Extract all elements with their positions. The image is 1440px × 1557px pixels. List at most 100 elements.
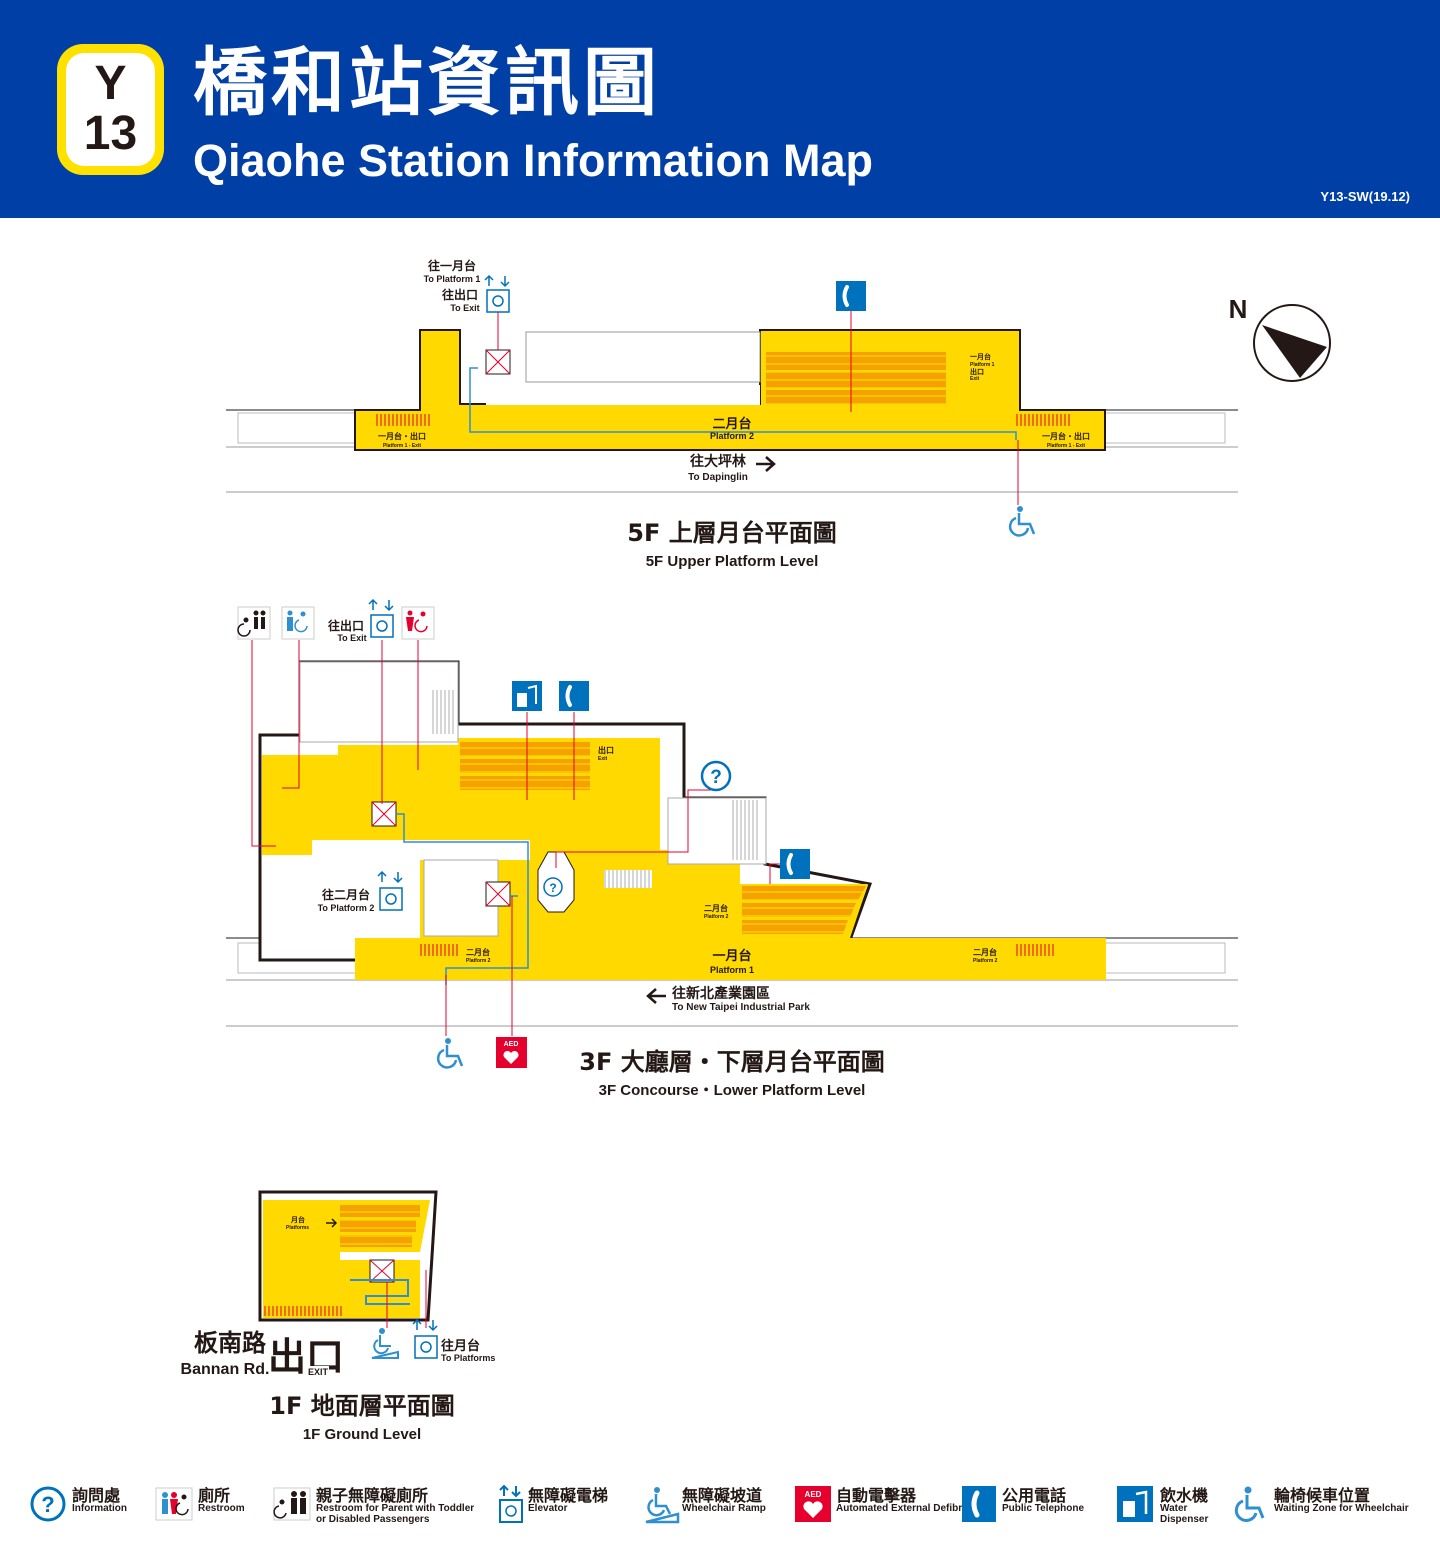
stairs-5f-left	[375, 414, 430, 426]
exit-sign-zh: 出口	[268, 1335, 344, 1379]
stairs-5f-left-zh: 一月台・出口	[378, 431, 426, 441]
leader-lines-3f	[251, 640, 780, 1036]
elevator-icon	[499, 1484, 523, 1523]
svg-text:?: ?	[41, 1492, 54, 1517]
elevator-3f-exit-label-en: To Exit	[337, 633, 366, 643]
escalator-1f-3	[340, 1235, 412, 1247]
information-booth-icon: ?	[543, 877, 563, 897]
ticket-gates	[604, 870, 652, 888]
floor-3f-title-en: 3F Concourse・Lower Platform Level	[599, 1082, 866, 1099]
floor-3f: 出口 Exit 二月台 Platform 2 一月台 Platform 1 二月…	[226, 598, 1238, 1099]
document-code: Y13-SW(19.12)	[1320, 189, 1410, 204]
legend-label-en: Information	[72, 1503, 127, 1514]
legend-label-zh: 親子無障礙廁所	[316, 1486, 429, 1505]
telephone-icon	[559, 681, 589, 711]
legend-label-zh: 廁所	[198, 1486, 231, 1505]
legend-label-en: Automated External Defibrillator	[836, 1503, 990, 1514]
elevator-icon	[368, 598, 394, 638]
line-station-badge: Y 13	[57, 44, 164, 175]
water-dispenser-icon	[1117, 1486, 1153, 1522]
escalator-1f-1	[340, 1205, 420, 1217]
legend-label-en: Elevator	[528, 1503, 568, 1514]
stairs-5f-left-en: Platform 1 - Exit	[383, 443, 421, 449]
floor-3f-title-zh: 3F 大廳層・下層月台平面圖	[579, 1048, 884, 1076]
floor-5f: 二月台 Platform 2 往大坪林 To Dapinglin 一月台・出口 …	[226, 258, 1238, 570]
wheelchair-waiting-icon	[1234, 1486, 1265, 1522]
ground-area	[263, 1200, 420, 1318]
legend-label-zh: 輪椅候車位置	[1274, 1486, 1371, 1505]
aed-icon: AED	[795, 1486, 831, 1522]
elevator-icon	[377, 870, 403, 911]
platform-5f-label-zh: 二月台	[712, 416, 751, 432]
telephone-icon	[962, 1486, 996, 1522]
to-platforms-en: To Platforms	[441, 1353, 495, 1363]
restroom-female-icon	[401, 606, 435, 640]
elevator-5f-label-zh2: 往出口	[442, 287, 478, 302]
escalator-5f-middle	[766, 372, 946, 388]
stairs-3f-right-zh: 二月台	[973, 947, 997, 957]
svg-text:?: ?	[549, 881, 556, 895]
elevator-5f-label-en2: To Exit	[450, 303, 479, 313]
information-icon: ?	[30, 1486, 66, 1522]
stairs-3f-left-zh: 二月台	[466, 947, 490, 957]
escalator-5f-lower	[766, 390, 946, 404]
exit-3f-small-zh: 出口	[598, 745, 614, 755]
platform-3f-label-zh: 一月台	[712, 948, 751, 964]
page-title-zh: 橋和站資訊圖	[193, 40, 661, 126]
escalator-3f-6	[742, 920, 848, 934]
information-icon: ?	[700, 760, 732, 792]
road-name-zh: 板南路	[194, 1329, 267, 1357]
legend-label-en: Water Dispenser	[1160, 1503, 1209, 1525]
stairs-3f-right	[1015, 944, 1055, 956]
stairs-3f-left-en: Platform 2	[466, 958, 491, 964]
direction-3f-zh: 往新北產業園區	[672, 985, 770, 1002]
north-compass: N	[1229, 294, 1331, 382]
elevator-5f-label-en1: To Platform 1	[424, 274, 481, 284]
arrow-left-icon	[646, 988, 666, 1004]
elevator-icon	[412, 1318, 438, 1359]
floor-5f-title-en: 5F Upper Platform Level	[646, 553, 819, 570]
escalator-3f-4	[742, 886, 866, 900]
water-dispenser-icon	[512, 681, 542, 711]
escalator-5f-upper	[766, 352, 946, 370]
escalator-3f-3	[460, 776, 590, 790]
stairs-5f-right	[1015, 414, 1070, 426]
arrow-right-icon	[756, 456, 776, 472]
family-restroom-icon	[237, 606, 271, 640]
legend: ? 詢問處 Information 廁所 Restroom 親子無障礙廁所 Re…	[28, 1478, 1428, 1538]
telephone-icon	[836, 281, 866, 311]
direction-5f-zh: 往大坪林	[690, 453, 746, 470]
elevator-5f-label-zh1: 往一月台	[428, 258, 476, 273]
exit-3f-small-en: Exit	[598, 756, 608, 762]
telephone-icon	[780, 849, 810, 879]
legend-label-en: Waiting Zone for Wheelchair	[1274, 1503, 1409, 1514]
station-map: 二月台 Platform 2 往大坪林 To Dapinglin 一月台・出口 …	[181, 258, 1331, 1443]
escalator-3f-1	[460, 742, 590, 756]
header-banner: Y 13 橋和站資訊圖 Qiaohe Station Information M…	[0, 0, 1440, 218]
floor-1f: 月台 Platforms 板南路 Bannan Rd. 出口 EXIT 往月台 …	[181, 1190, 495, 1443]
wheelchair-waiting-icon	[1008, 506, 1036, 537]
aed-icon: AED	[496, 1037, 527, 1068]
direction-3f-en: To New Taipei Industrial Park	[672, 1002, 810, 1013]
to-platforms-zh: 往月台	[441, 1338, 480, 1354]
escalator-3f-2	[460, 759, 590, 773]
exit-sign-en: EXIT	[308, 1367, 329, 1377]
floor-1f-title-zh: 1F 地面層平面圖	[269, 1392, 454, 1420]
wheelchair-ramp-icon	[371, 1328, 399, 1359]
legend-label-zh: 飲水機	[1160, 1486, 1209, 1505]
legend-label-zh: 自動電擊器	[836, 1486, 917, 1505]
stairs-5f-right-en: Platform 1 - Exit	[1047, 443, 1085, 449]
escalator-3f-5	[742, 903, 856, 917]
legend-label-zh: 無障礙電梯	[528, 1486, 609, 1505]
legend-label-en: Wheelchair Ramp	[682, 1503, 766, 1514]
elevator-3f-p2-label-zh: 往二月台	[322, 887, 370, 902]
station-number: 13	[83, 107, 138, 160]
stairs-3f-right-en: Platform 2	[973, 958, 998, 964]
legend-label-en: Restroom for Parent with Toddler or Disa…	[316, 1503, 475, 1525]
floor-5f-title-zh: 5F 上層月台平面圖	[627, 519, 836, 547]
legend-label-en: Restroom	[198, 1503, 245, 1514]
family-restroom-icon	[273, 1487, 311, 1521]
wheelchair-waiting-icon	[436, 1038, 464, 1069]
platform-5f-structure	[525, 331, 761, 383]
restroom-icon	[155, 1487, 193, 1521]
